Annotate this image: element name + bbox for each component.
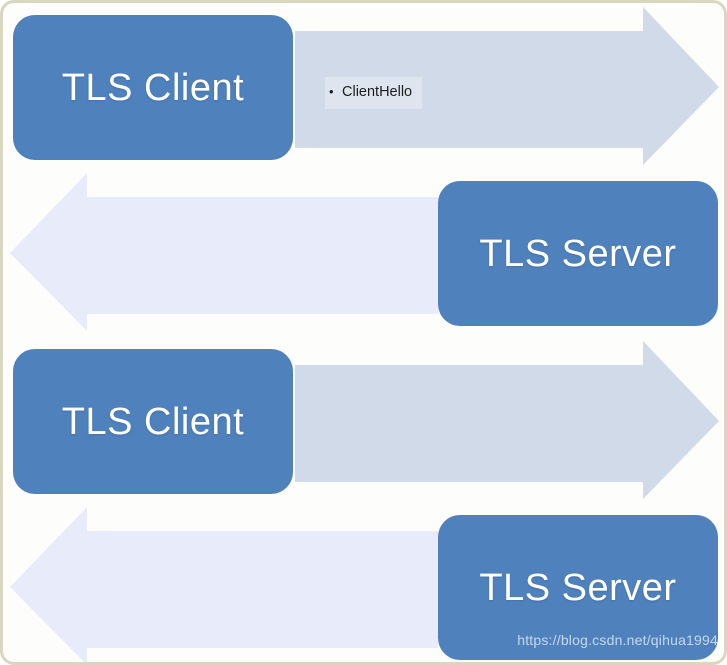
node-label: TLS Server	[479, 232, 677, 275]
node-tls-client-2: TLS Client	[13, 349, 293, 494]
arrow-left-row-2	[10, 173, 438, 331]
node-label: TLS Client	[61, 66, 245, 109]
arrow-left-row-4	[10, 507, 438, 662]
node-tls-client-1: TLS Client	[13, 15, 293, 160]
handshake-row-3: TLS Client ClientCertificate ClientKeyEx…	[3, 337, 724, 505]
node-label: TLS Client	[61, 400, 245, 443]
arrow-right-row-3	[295, 341, 719, 499]
message-list-row-1: ClientHello	[325, 77, 423, 109]
node-label: TLS Server	[479, 566, 677, 609]
message-item: ClientHello	[329, 81, 412, 105]
node-tls-server-2: TLS Server	[438, 515, 718, 660]
handshake-row-4: TLS Server ClientCertificate ClientKeyEx…	[3, 503, 724, 662]
handshake-row-1: TLS Client ClientHello	[3, 3, 724, 171]
arrow-right-row-1	[295, 7, 719, 165]
node-tls-server-1: TLS Server	[438, 181, 718, 326]
handshake-row-2: TLS Server ServerHello ServerCertificate…	[3, 169, 724, 497]
